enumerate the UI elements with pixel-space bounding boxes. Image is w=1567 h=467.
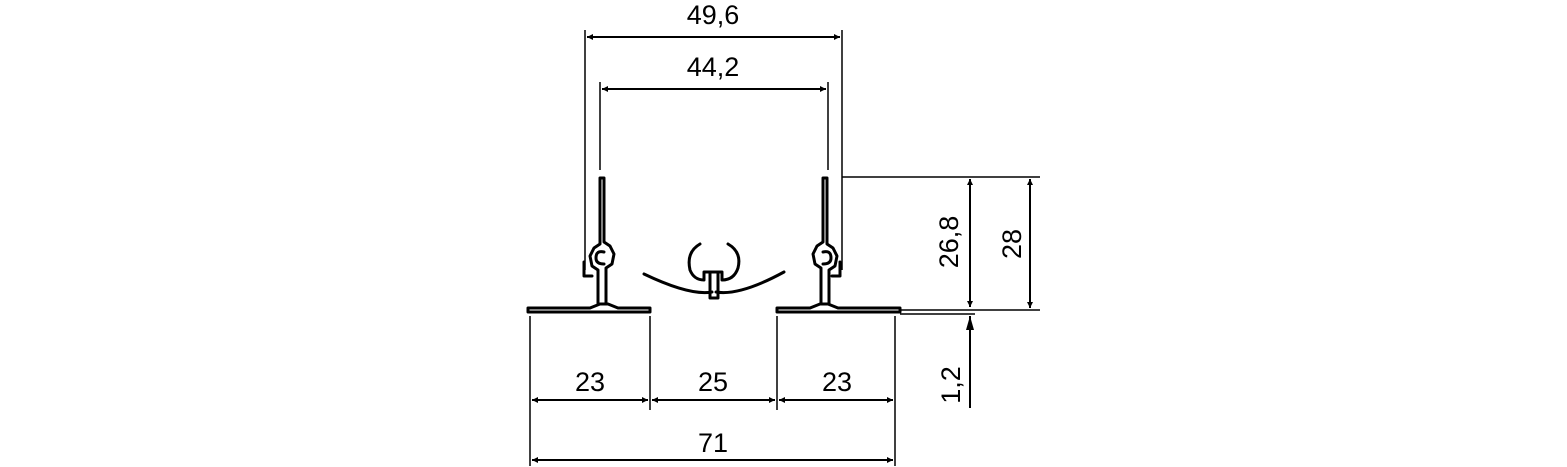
label-left-flange: 23 — [575, 367, 605, 397]
label-right-flange: 23 — [822, 367, 852, 397]
left-upright — [588, 176, 616, 306]
right-flange — [775, 302, 902, 314]
right-upright — [811, 176, 839, 306]
label-top-inner: 44,2 — [687, 52, 740, 82]
dimension-labels: 49,6 44,2 26,8 28 1,2 23 25 23 71 — [575, 0, 1027, 458]
label-center-gap: 25 — [698, 367, 728, 397]
left-flange — [526, 302, 652, 314]
center-clip — [687, 242, 741, 282]
profile-cross-section — [526, 176, 902, 314]
label-total-width: 71 — [698, 428, 728, 458]
label-height-overall: 28 — [997, 229, 1027, 259]
label-flange-thickness: 1,2 — [936, 366, 966, 404]
label-top-overall: 49,6 — [687, 0, 740, 30]
left-clip — [582, 250, 606, 278]
extension-lines — [529, 30, 1040, 466]
dimension-lines — [532, 34, 1033, 463]
label-height-inner: 26,8 — [934, 216, 964, 269]
right-clip — [821, 250, 842, 278]
center-stem — [708, 270, 720, 300]
center-diffuser — [642, 270, 786, 295]
